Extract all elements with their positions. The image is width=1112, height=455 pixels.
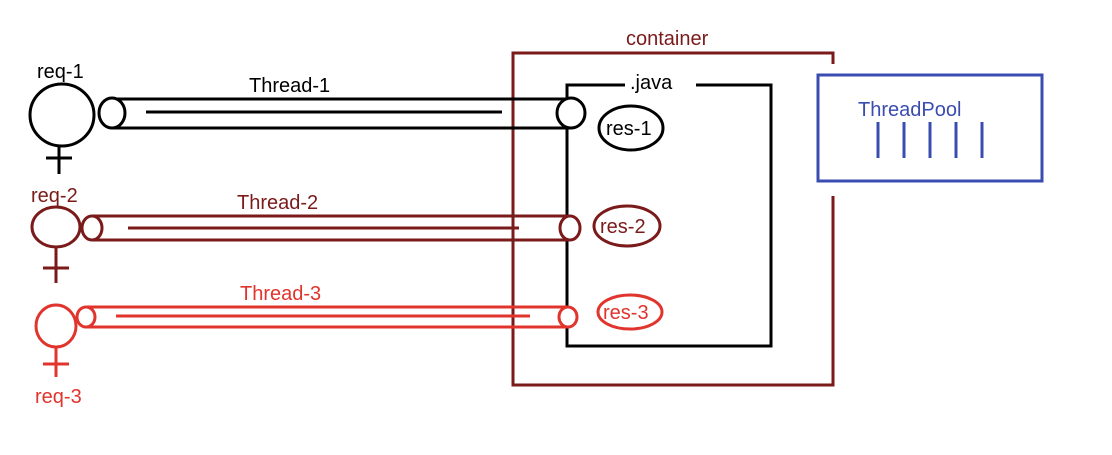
person-figure-3 xyxy=(34,303,78,377)
response-bubble-3: res-3 xyxy=(596,293,664,331)
java-box: .java xyxy=(565,72,773,348)
request-group-2: req-2 Thread-2 res-2 xyxy=(30,185,662,283)
container-label: container xyxy=(626,28,709,50)
response-label-1: res-1 xyxy=(606,118,652,140)
request-label-2: req-2 xyxy=(31,185,78,207)
response-bubble-2: res-2 xyxy=(592,204,662,248)
response-label-3: res-3 xyxy=(603,302,649,324)
thread-label-2: Thread-2 xyxy=(237,192,318,214)
container-box: container xyxy=(511,28,835,387)
thread-pipe-3 xyxy=(75,305,579,329)
request-label-1: req-1 xyxy=(37,61,84,83)
person-figure-2 xyxy=(30,205,82,283)
java-label: .java xyxy=(630,72,673,94)
thread-pipe-1 xyxy=(97,96,587,130)
person-figure-1 xyxy=(28,82,96,174)
threadpool-box: ThreadPool xyxy=(816,73,1044,183)
response-label-2: res-2 xyxy=(600,216,646,238)
request-group-3: req-3 Thread-3 res-3 xyxy=(34,283,664,408)
threadpool-label: ThreadPool xyxy=(858,99,961,121)
thread-label-3: Thread-3 xyxy=(240,283,321,305)
threadpool-slots xyxy=(876,122,984,158)
response-bubble-1: res-1 xyxy=(597,104,665,152)
thread-pipe-2 xyxy=(80,214,582,242)
thread-label-1: Thread-1 xyxy=(249,75,330,97)
request-group-1: req-1 Thread-1 res-1 xyxy=(28,61,665,174)
request-label-3: req-3 xyxy=(35,386,82,408)
